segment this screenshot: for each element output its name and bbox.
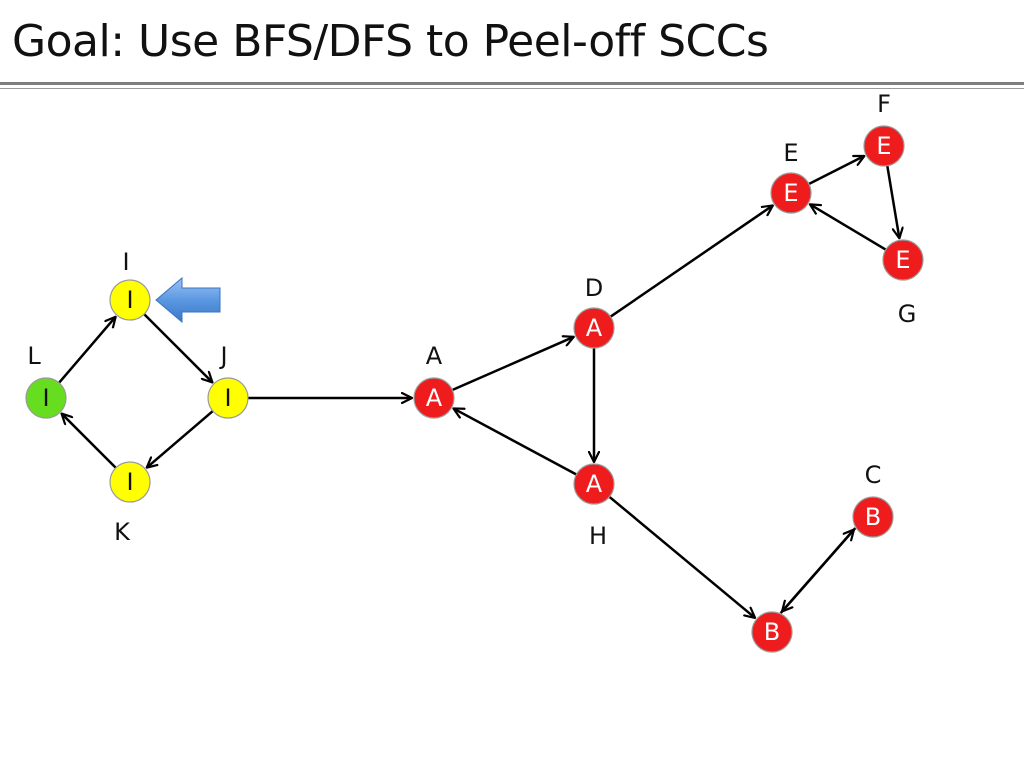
node-k: I — [109, 461, 151, 503]
vertex-name-e: E — [783, 139, 798, 167]
node-l: I — [25, 377, 67, 419]
vertex-name-d: D — [585, 274, 603, 302]
node-circle — [852, 496, 894, 538]
left-arrow-icon — [155, 276, 221, 324]
node-label: B — [865, 503, 881, 531]
edge-h-to-b — [608, 495, 755, 618]
node-label: I — [126, 286, 133, 314]
vertex-name-l: L — [27, 342, 41, 370]
node-circle — [882, 239, 924, 281]
edge-l-to-i — [58, 317, 116, 384]
title-rule-thin — [0, 88, 1024, 89]
node-label: E — [895, 246, 910, 274]
node-b: B — [751, 611, 793, 653]
edge-d-to-e — [609, 205, 772, 318]
node-label: I — [224, 384, 231, 412]
node-circle — [863, 125, 905, 167]
node-h: A — [573, 463, 615, 505]
edge-a-to-d — [451, 337, 574, 392]
edge-k-to-l — [62, 414, 117, 469]
node-j: I — [207, 377, 249, 419]
slide-title: Goal: Use BFS/DFS to Peel-off SCCs — [12, 16, 769, 67]
node-label: A — [426, 384, 443, 412]
node-label: A — [586, 314, 603, 342]
node-circle — [573, 307, 615, 349]
node-circle — [25, 377, 67, 419]
vertex-name-a: A — [426, 342, 443, 370]
node-label: I — [126, 468, 133, 496]
node-circle — [770, 172, 812, 214]
edge-g-to-e — [810, 204, 887, 251]
node-g: E — [882, 239, 924, 281]
node-circle — [109, 461, 151, 503]
node-label: B — [764, 618, 780, 646]
node-circle — [207, 377, 249, 419]
vertex-name-c: C — [865, 461, 882, 489]
title-rule — [0, 82, 1024, 85]
vertex-name-k: K — [114, 518, 131, 546]
node-label: A — [586, 470, 603, 498]
edge-c-to-b — [782, 527, 857, 611]
node-circle — [413, 377, 455, 419]
edge-j-to-k — [147, 410, 214, 468]
node-label: E — [876, 132, 891, 160]
node-label: E — [783, 179, 798, 207]
node-circle — [109, 279, 151, 321]
pointer-layer — [155, 276, 221, 324]
node-i: I — [109, 279, 151, 321]
node-f: E — [863, 125, 905, 167]
vertex-name-f: F — [877, 90, 891, 118]
edge-i-to-j — [143, 313, 212, 382]
vertex-name-g: G — [898, 300, 917, 328]
edge-f-to-g — [886, 165, 899, 239]
vertex-name-h: H — [589, 522, 607, 550]
edge-h-to-a — [453, 407, 577, 476]
vertex-name-j: J — [218, 342, 227, 370]
node-circle — [751, 611, 793, 653]
node-label: I — [42, 384, 49, 412]
vertex-name-i: I — [122, 248, 129, 276]
edges-layer — [58, 154, 899, 618]
node-circle — [573, 463, 615, 505]
node-e: E — [770, 172, 812, 214]
node-c: B — [852, 496, 894, 538]
node-a: A — [413, 377, 455, 419]
edge-e-to-f — [808, 154, 865, 186]
node-d: A — [573, 307, 615, 349]
